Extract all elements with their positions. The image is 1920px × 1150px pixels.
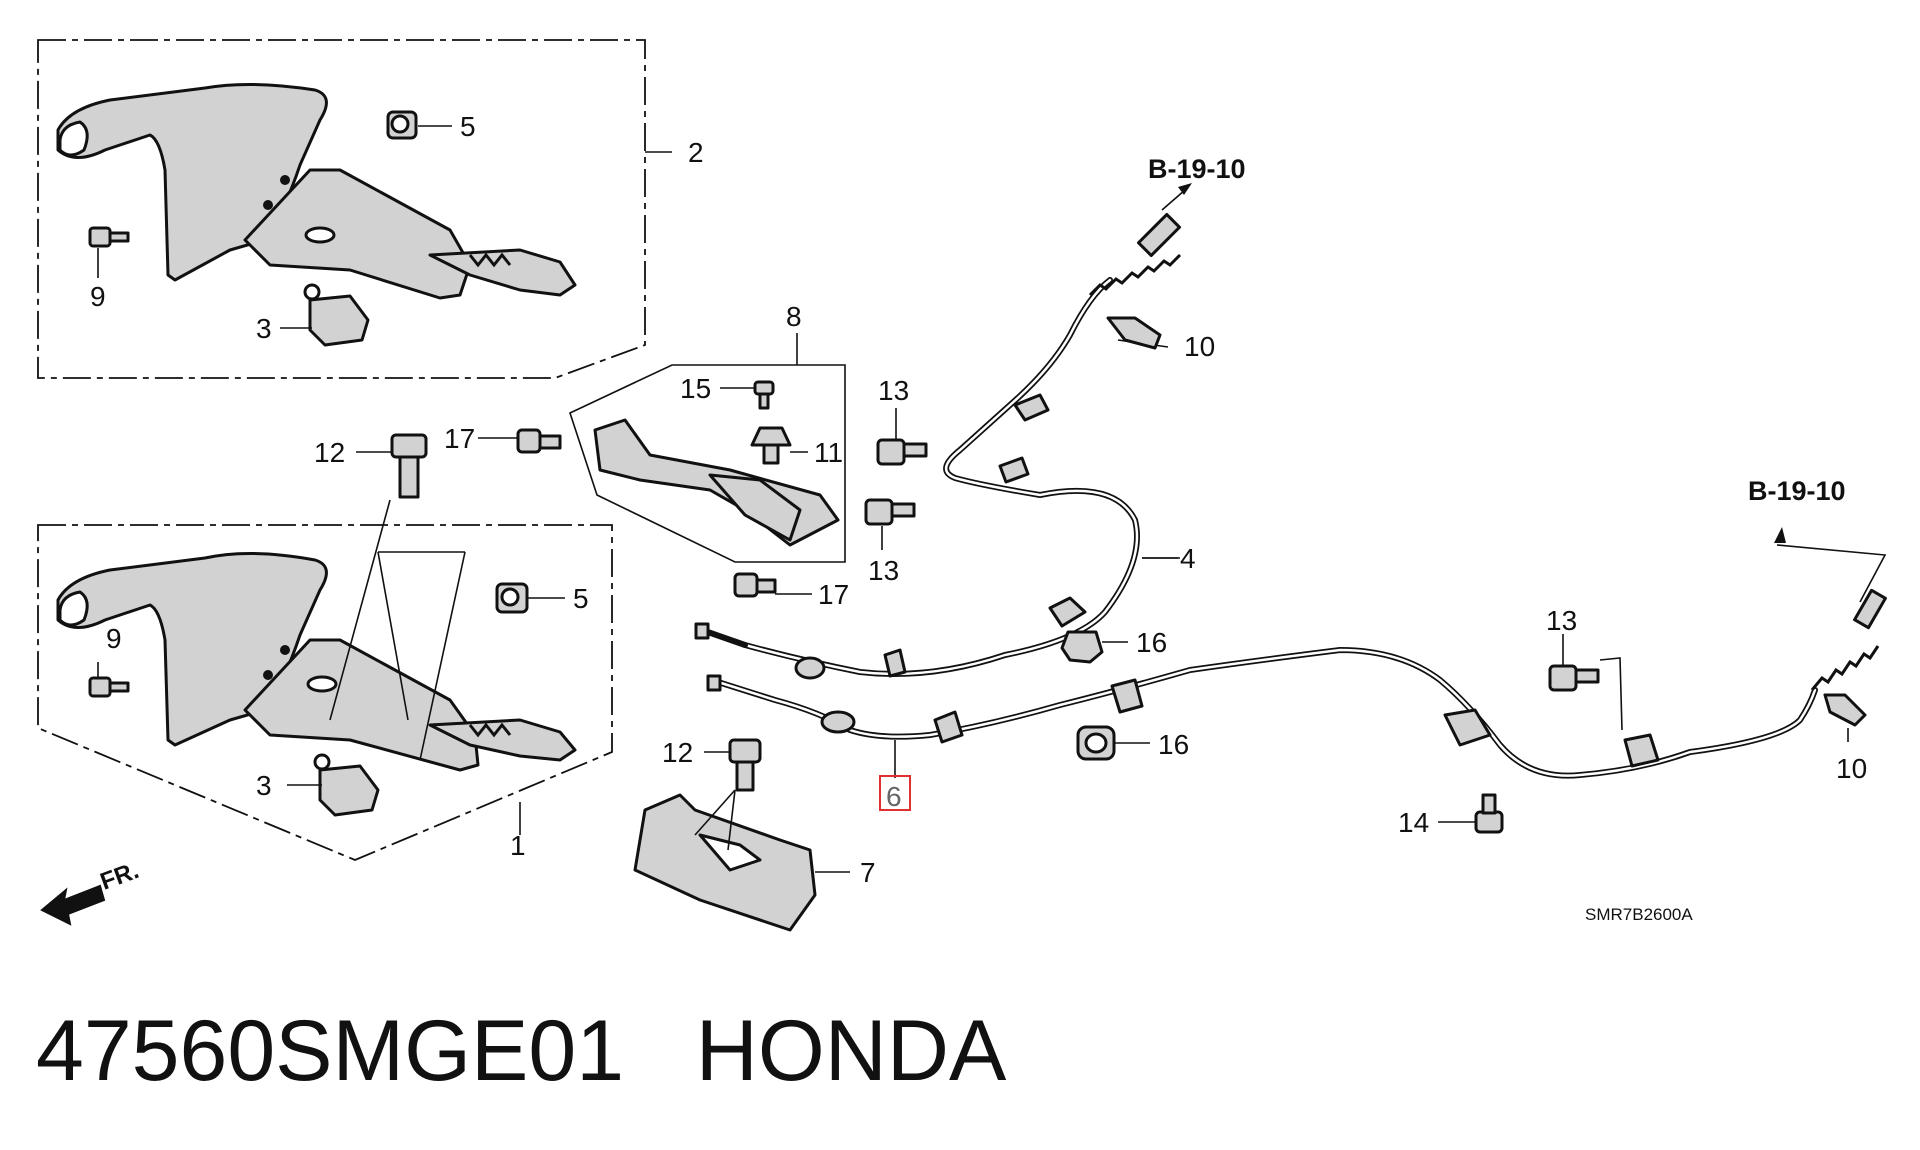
- clip-icon: [750, 426, 792, 465]
- callout-10-upper: 10: [1184, 331, 1215, 362]
- reference-label-right: B-19-10: [1748, 476, 1846, 506]
- bolt-12-upper: [329, 433, 428, 721]
- callout-3-upper: 3: [256, 313, 272, 344]
- callout-13-right: 13: [1546, 605, 1577, 636]
- bolt-13-lower: [864, 498, 916, 550]
- callout-5-upper: 5: [460, 111, 476, 142]
- switch-icon: [303, 283, 370, 347]
- diagram-code: SMR7B2600A: [1585, 905, 1693, 924]
- callout-16-upper: 16: [1136, 627, 1167, 658]
- bracket-group-8: [478, 333, 846, 598]
- bolt-13-upper: [876, 408, 928, 466]
- plate-7: [633, 789, 850, 932]
- assembly-group-2: [37, 39, 672, 379]
- bolt-icon: [88, 226, 130, 248]
- nut-16-lower: [1076, 725, 1150, 761]
- nut-16-upper: [1060, 630, 1128, 664]
- callout-13-middle: 13: [868, 555, 899, 586]
- callout-7: 7: [860, 857, 876, 888]
- front-marker-label: FR.: [97, 857, 143, 896]
- reference-label-upper: B-19-10: [1148, 154, 1246, 184]
- callout-8: 8: [786, 301, 802, 332]
- assembly-group-1: [37, 524, 613, 861]
- callout-9-upper: 9: [90, 281, 106, 312]
- callout-16-lower: 16: [1158, 729, 1189, 760]
- footer: 47560SMGE01 HONDA: [36, 1008, 1006, 1094]
- bolt-icon: [516, 428, 562, 454]
- callout-2: 2: [688, 137, 704, 168]
- highlight-box: [879, 775, 911, 811]
- callout-15: 15: [680, 373, 711, 404]
- nut-icon: [495, 582, 529, 614]
- nut-icon: [386, 110, 418, 140]
- callout-5-lower: 5: [573, 583, 589, 614]
- screw-icon: [753, 380, 775, 410]
- callout-13-upper: 13: [878, 375, 909, 406]
- bracket-10-right: [1823, 693, 1867, 742]
- callout-17-upper: 17: [444, 423, 475, 454]
- bracket-10-upper: [1106, 316, 1162, 350]
- callout-1: 1: [510, 830, 526, 861]
- front-arrow-icon: [40, 884, 106, 926]
- callout-12-lower: 12: [662, 737, 693, 768]
- callout-17-lower: 17: [818, 579, 849, 610]
- bolt-icon: [733, 572, 777, 598]
- callout-9-lower: 9: [106, 623, 122, 654]
- callout-6: 6: [886, 781, 902, 812]
- bolt-13-right: [1548, 634, 1623, 731]
- callout-3-lower: 3: [256, 770, 272, 801]
- callout-10-right: 10: [1836, 753, 1867, 784]
- brand-name: HONDA: [695, 1003, 1007, 1099]
- part-number: 47560SMGE01: [36, 1003, 625, 1099]
- bolt-12-lower: [704, 738, 762, 792]
- switch-icon: [313, 753, 380, 817]
- callout-12-upper: 12: [314, 437, 345, 468]
- callout-4: 4: [1180, 543, 1196, 574]
- cable-4: [694, 183, 1192, 680]
- cable-6: [706, 588, 1887, 779]
- callout-11: 11: [814, 437, 843, 468]
- bolt-icon: [88, 676, 130, 698]
- bolt-14: [1438, 793, 1504, 834]
- callout-14: 14: [1398, 807, 1429, 838]
